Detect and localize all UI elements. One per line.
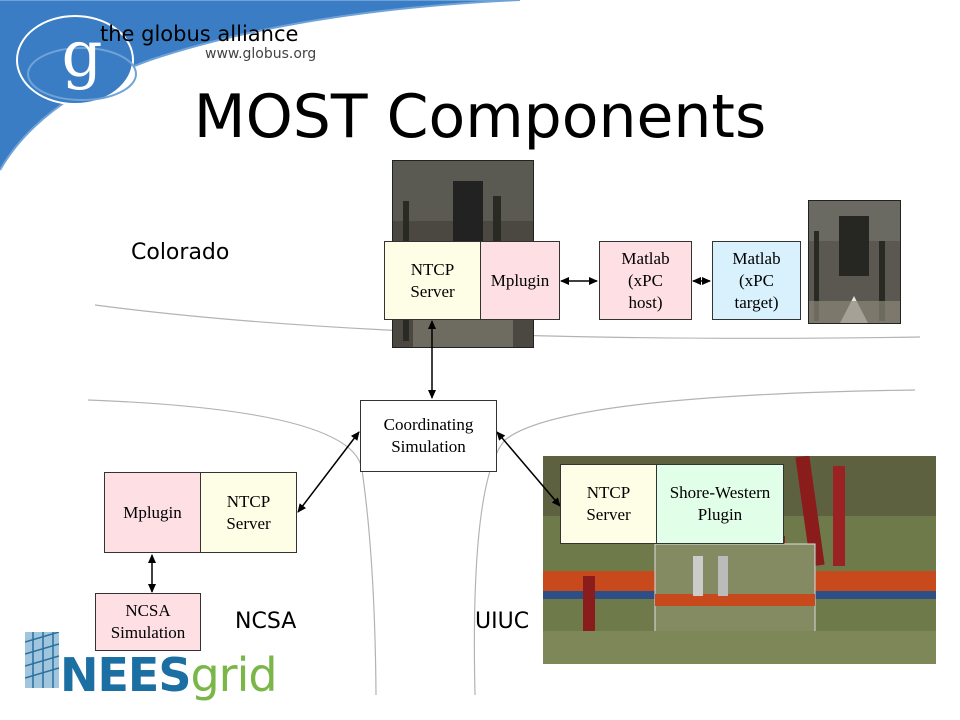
neesgrid-logo-grid: grid [190,648,277,702]
matlab-target-box: Matlab (xPC target) [712,241,801,320]
globus-logo-circle [16,15,134,105]
ncsa-ntcp-server-box: NTCP Server [200,472,297,553]
neesgrid-logo-nees: NEES [60,648,191,702]
uiuc-ntcp-server-box: NTCP Server [560,464,657,544]
region-label-ncsa: NCSA [235,609,297,634]
coordinating-simulation-box: Coordinating Simulation [360,400,497,472]
globus-url: www.globus.org [205,46,317,62]
arrow-coordinator-to-uiuc [496,431,561,507]
arrow-coordinator-to-ncsa [297,431,360,513]
ncsa-simulation-box: NCSA Simulation [95,593,201,651]
shore-western-plugin-box: Shore-Western Plugin [656,464,784,544]
region-label-colorado: Colorado [131,240,230,265]
region-label-uiuc: UIUC [475,609,530,634]
neesgrid-logo: NEESgrid [60,648,278,702]
globus-logo-icon: g [61,18,103,92]
neesgrid-building-icon [25,632,59,688]
colorado-mplugin-box: Mplugin [480,241,560,320]
ncsa-mplugin-box: Mplugin [104,472,201,553]
globus-alliance-name: the globus alliance [100,22,299,46]
colorado-ntcp-server-box: NTCP Server [384,241,481,320]
colorado-target-photo [808,200,901,324]
matlab-host-box: Matlab (xPC host) [599,241,692,320]
page-title: MOST Components [193,82,767,152]
